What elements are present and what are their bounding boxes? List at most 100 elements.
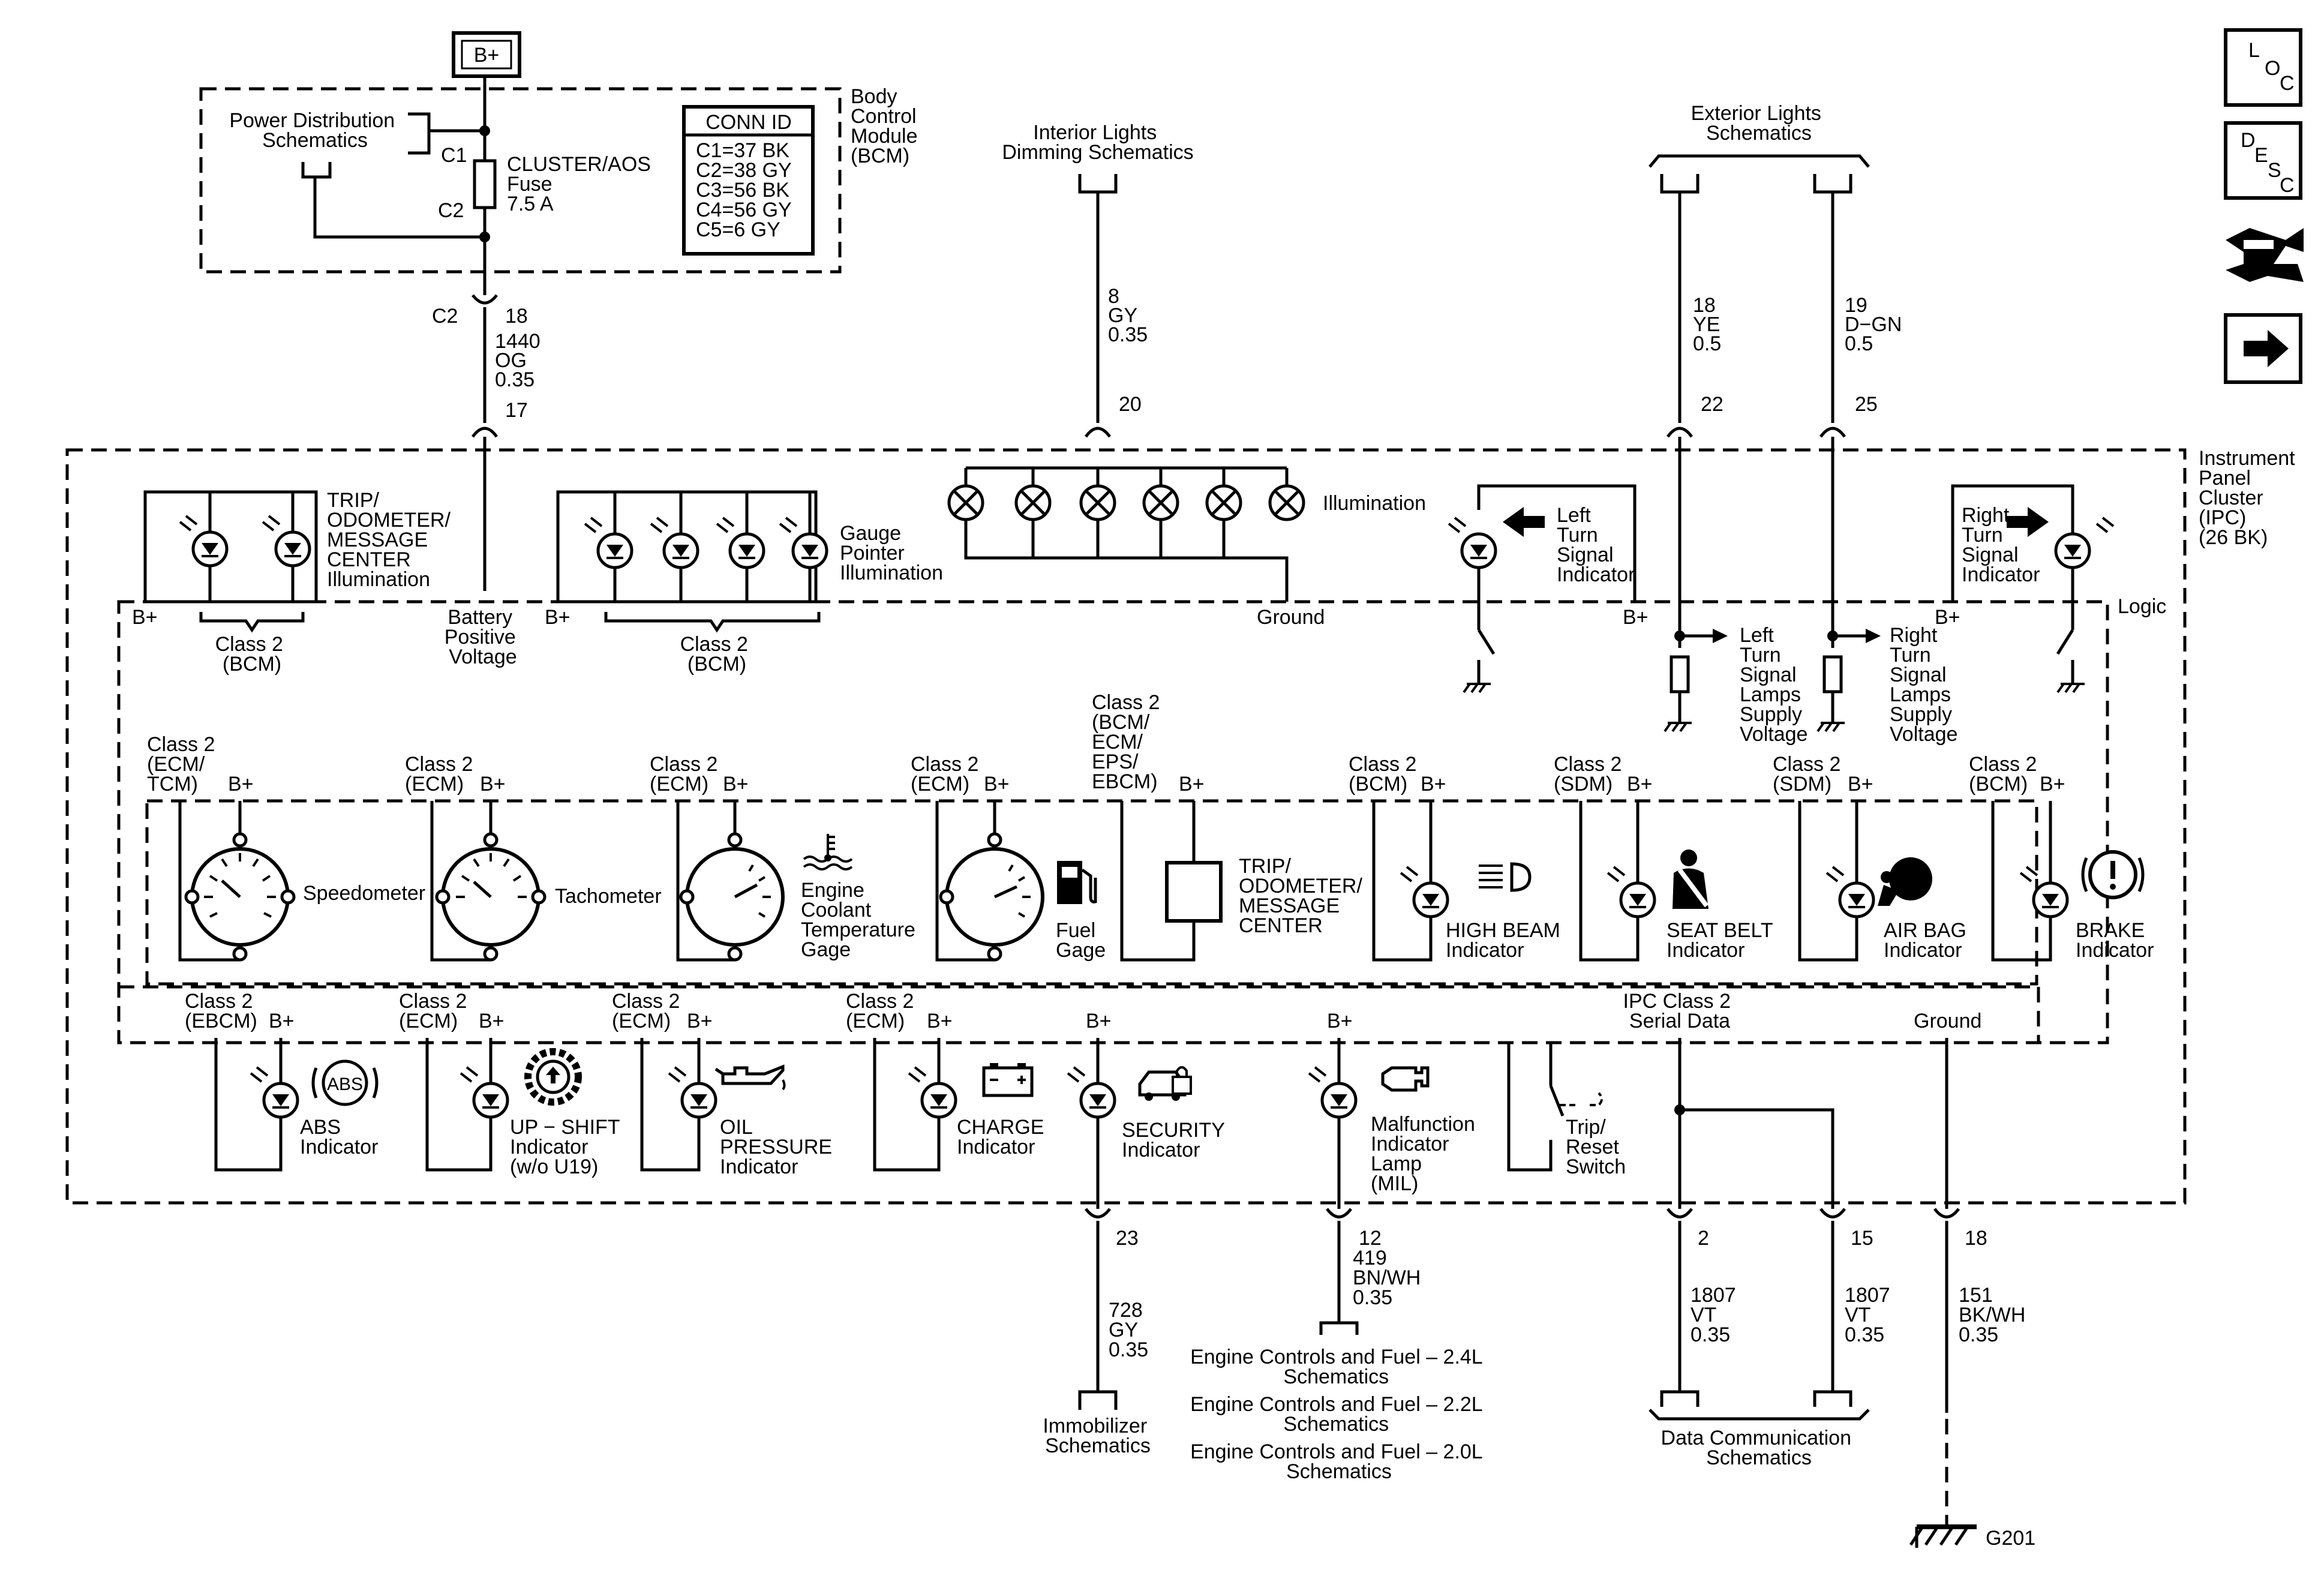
up-shift-label: UP − SHIFT Indicator (w/o U19) [510,1116,625,1178]
seat-belt-icon [1673,849,1709,909]
right-arrow-icon [2007,507,2049,537]
connector-icon[interactable] [2226,228,2304,282]
gauge-pointer-illumination: Gauge Pointer Illumination B+ Class 2 (B… [545,490,943,676]
bulb-icon [1205,484,1242,521]
svg-text:D: D [2241,129,2256,152]
class2-label: Class 2 (ECM) [612,990,686,1032]
svg-text:ABS: ABS [327,1074,363,1094]
coolant-temp-gauge: Class 2 (ECM) B+ Engine Coolant Temperat… [650,753,921,962]
wire-1807-data: 2 1807 VT 0.35 15 1807 VT 0.35 Data Comm… [1649,1208,1890,1469]
bplus-label: B+ [269,1010,295,1032]
bplus-label: B+ [1627,773,1653,795]
interior-lights-wire: Interior Lights Dimming Schematics 8 GY … [1002,121,1194,438]
ground-icon [1664,722,1692,733]
fuel-pump-icon [1057,861,1097,904]
svg-text:E: E [2254,144,2268,167]
mil-label: Malfunction Indicator Lamp (MIL) [1371,1113,1481,1195]
led-icon [1067,1066,1116,1119]
class2-label: Class 2 (BCM) [1969,753,2043,795]
brake-indicator: Class 2 (BCM) B+ BRAKE Indicator [1969,753,2154,962]
charge-indicator: Class 2 (ECM) B+ CHARGE Indicator [846,990,1044,1172]
brake-warning-icon [2081,850,2145,899]
circuit-419: 419 BN/WH 0.35 [1353,1247,1427,1309]
svg-text:L: L [2248,39,2260,62]
led-icon [779,517,828,569]
serial-data-lines: IPC Class 2 Serial Data Ground [1623,990,1981,1209]
bplus-label: B+ [1179,773,1205,795]
logic-label: Logic [2118,595,2166,618]
led-icon [250,1066,299,1119]
class2-label: Class 2 (ECM) [846,990,920,1032]
pin-22-label: 22 [1701,393,1724,416]
led-icon [716,517,765,569]
battery-icon [982,1063,1034,1097]
circuit-151: 151 BK/WH 0.35 [1959,1284,2031,1346]
security-label: SECURITY Indicator [1122,1119,1230,1161]
ground-icon [2056,683,2085,694]
loc-button[interactable]: L O C [2224,28,2302,107]
trip-reset-switch: Trip/ Reset Switch [1507,1043,1626,1178]
pin-18-label: 18 [505,305,528,328]
tachometer-gauge: Class 2 (ECM) B+ Tachometer [405,753,662,962]
led-icon [584,517,633,569]
battery-positive-label: Battery Positive Voltage [445,606,522,668]
engine-controls-labels: Engine Controls and Fuel – 2.4L Schemati… [1190,1346,1488,1483]
led-icon [668,1066,717,1119]
class2-bcm-label: Class 2 (BCM) [215,633,289,676]
svg-text:C: C [2280,174,2295,197]
class2-label: Class 2 (SDM) [1554,753,1628,795]
conn-id-table: CONN ID C1=37 BK C2=38 GY C3=56 BK C4=56… [682,105,815,256]
oil-pressure-indicator: Class 2 (ECM) B+ OIL PRESSURE Indicator [612,990,832,1178]
class2-label: Class 2 (ECM) [650,753,723,795]
air-bag-icon [1878,857,1932,906]
class2-label: Class 2 (ECM) [911,753,984,795]
bplus-label: B+ [545,606,571,629]
oil-can-icon [714,1064,786,1091]
g201-label: G201 [1986,1527,2035,1550]
next-arrow-button[interactable] [2224,313,2302,384]
fuel-label: Fuel Gage [1056,919,1106,962]
svg-text:O: O [2265,57,2280,80]
bplus-label: B+ [1327,1010,1353,1032]
bplus-label: B+ [480,773,506,795]
bplus-label: B+ [723,773,749,795]
pin-25-label: 25 [1855,393,1878,416]
trip-center-label: TRIP/ ODOMETER/ MESSAGE CENTER [1239,855,1368,937]
tachometer-label: Tachometer [555,885,662,908]
bplus-label: B+ [984,773,1010,795]
fuse-label: CLUSTER/AOS Fuse 7.5 A [507,153,656,215]
trip-reset-label: Trip/ Reset Switch [1566,1116,1626,1178]
immobilizer-label: Immobilizer Schematics [1043,1415,1152,1457]
right-turn-indicator: Right Turn Signal Indicator B+ [1935,484,2115,694]
pin-2-label: 2 [1698,1227,1709,1250]
left-arrow-icon [1503,507,1545,537]
check-engine-icon [1381,1066,1430,1092]
led-icon [262,515,311,568]
bplus-label: B+ [687,1010,713,1032]
pin-17-label: 17 [505,399,528,422]
wire-728: 23 728 GY 0.35 Immobilizer Schematics [1043,1208,1152,1457]
circuit-728: 728 GY 0.35 [1109,1299,1148,1361]
svg-text:C: C [2280,72,2295,95]
desc-button[interactable]: D E S C [2224,121,2302,200]
security-indicator: B+ SECURITY Indicator [1067,1010,1230,1209]
coolant-label: Engine Coolant Temperature Gage [801,879,921,961]
class2-label: Class 2 (BCM) [1349,753,1422,795]
bcm-label: Body Control Module (BCM) [851,85,923,167]
speedometer-gauge: Class 2 (ECM/ TCM) B+ Speedometer [147,733,425,962]
mil-indicator: B+ Malfunction Indicator Lamp (MIL) [1308,1010,1481,1209]
bplus-label: B+ [2040,773,2065,795]
illumination-bulbs: Illumination Ground [947,466,1426,629]
svg-text:S: S [2268,159,2281,182]
air-bag-indicator: Class 2 (SDM) B+ AIR BAG Indicator [1773,753,1966,962]
bulb-icon [1014,484,1052,521]
bplus-label: B+ [1935,606,1960,629]
right-lamps-supply: Right Turn Signal Lamps Supply Voltage [1816,437,1957,746]
pin-18-label: 18 [1965,1227,1987,1250]
class2-label: Class 2 (ECM) [399,990,473,1032]
up-shift-indicator: Class 2 (ECM) B+ UP − SHIFT Indicator (w… [399,990,625,1178]
power-distribution-label: Power Distribution Schematics [229,109,400,152]
bulb-icon [1268,484,1305,521]
circuit-19-dgn: 19 D−GN 0.5 [1845,294,1908,355]
led-icon [1308,1066,1358,1119]
